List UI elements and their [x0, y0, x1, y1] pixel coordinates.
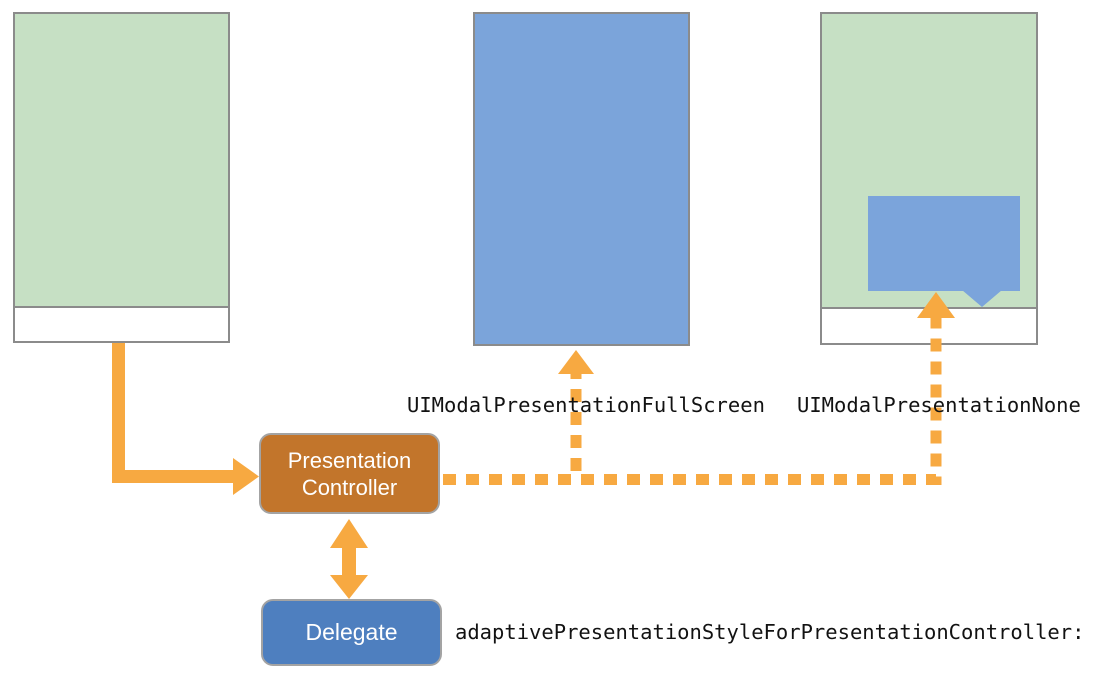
arrow-fullscreen-head — [558, 350, 594, 374]
arrow-controller-delegate-head-down — [330, 575, 368, 599]
arrow-view-to-controller — [112, 343, 234, 483]
presentation-controller-label-line2: Controller — [301, 474, 398, 500]
popover-view — [868, 196, 1020, 291]
arrow-controller-delegate-head-up — [330, 519, 368, 548]
bottom-bar — [15, 308, 228, 341]
delegate-label: Delegate — [305, 619, 398, 645]
device-fullscreen-view — [473, 12, 690, 346]
presentation-controller-box: Presentation Controller — [259, 433, 440, 514]
green-content-view — [15, 14, 228, 308]
delegate-box: Delegate — [261, 599, 442, 666]
label-uimodalpresentationnone: UIModalPresentationNone — [797, 393, 1081, 417]
device-original-view — [13, 12, 230, 343]
label-adaptive-presentation-method: adaptivePresentationStyleForPresentation… — [455, 620, 1085, 644]
arrow-none-head — [917, 292, 955, 318]
label-uimodalpresentationfullscreen: UIModalPresentationFullScreen — [407, 393, 765, 417]
arrow-view-to-controller-head — [233, 458, 259, 495]
arrow-none-dashed — [443, 316, 942, 485]
popover-callout-arrow — [962, 290, 1002, 307]
presentation-controller-label-line1: Presentation — [287, 447, 412, 473]
